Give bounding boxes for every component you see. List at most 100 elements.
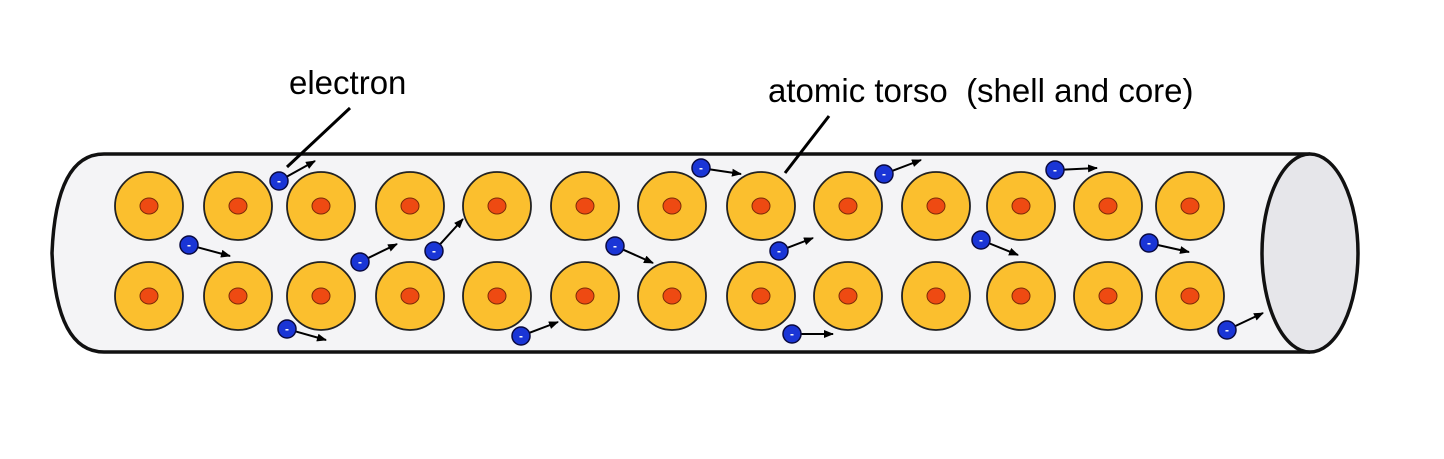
electron: -	[424, 218, 464, 261]
atom	[286, 171, 356, 241]
atom	[203, 171, 273, 241]
electron-dot	[1217, 320, 1237, 340]
atom	[550, 261, 620, 331]
atom	[550, 171, 620, 241]
atomic-torso-pointer-line	[783, 115, 831, 174]
electron: -	[1139, 233, 1190, 254]
electron-charge-sign: -	[979, 233, 983, 247]
drift-arrow	[197, 246, 231, 258]
electron-dot	[769, 241, 789, 261]
atom-core	[926, 197, 946, 215]
electron-charge-sign: -	[1147, 236, 1151, 250]
atom	[1155, 171, 1225, 241]
electron: -	[511, 321, 559, 346]
electron-dot	[874, 164, 894, 184]
electron-charge-sign: -	[519, 329, 523, 343]
drift-arrow	[439, 218, 464, 246]
atom-core	[838, 197, 858, 215]
atom-core	[838, 287, 858, 305]
electron-dot	[350, 252, 370, 272]
atom	[726, 171, 796, 241]
tube-right-end	[1260, 152, 1360, 354]
electron-dot	[277, 319, 297, 339]
electron: -	[277, 319, 327, 342]
drift-arrow	[622, 248, 654, 264]
electron-dot	[511, 326, 531, 346]
atom	[726, 261, 796, 331]
electron-charge-sign: -	[882, 167, 886, 181]
atom	[375, 171, 445, 241]
drift-arrow	[1234, 312, 1264, 328]
atom	[813, 171, 883, 241]
atom	[286, 261, 356, 331]
electron-charge-sign: -	[1225, 323, 1229, 337]
atom	[114, 171, 184, 241]
atom-core	[228, 287, 248, 305]
atom-core	[1098, 287, 1118, 305]
atom	[462, 261, 532, 331]
electron-charge-sign: -	[285, 322, 289, 336]
electron: -	[1217, 312, 1264, 340]
atom-core	[575, 197, 595, 215]
atom	[637, 171, 707, 241]
drift-arrow	[1063, 164, 1098, 173]
atom	[114, 261, 184, 331]
atom	[986, 171, 1056, 241]
atom	[1073, 171, 1143, 241]
label-pointers	[285, 106, 831, 174]
drift-arrow	[286, 160, 316, 178]
atom-core	[139, 287, 159, 305]
atom	[813, 261, 883, 331]
electron-charge-sign: -	[699, 161, 703, 175]
atom-core	[1011, 197, 1031, 215]
atom-core	[1011, 287, 1031, 305]
electron-charge-sign: -	[277, 174, 281, 188]
electron-charge-sign: -	[358, 255, 362, 269]
atom-core	[1180, 287, 1200, 305]
atom-core	[751, 287, 771, 305]
atom-core	[575, 287, 595, 305]
electron: -	[269, 160, 316, 191]
atom-core	[487, 197, 507, 215]
atom-core	[311, 197, 331, 215]
electron-dot	[691, 158, 711, 178]
atom-core	[1098, 197, 1118, 215]
drift-arrow	[988, 242, 1019, 256]
drift-arrow	[295, 330, 327, 342]
electron-charge-sign: -	[777, 244, 781, 258]
electron-charge-sign: -	[613, 239, 617, 253]
drift-arrow	[367, 243, 398, 259]
atom	[901, 261, 971, 331]
atom	[1155, 261, 1225, 331]
electron-charge-sign: -	[1053, 163, 1057, 177]
electron-dot	[269, 171, 289, 191]
atom-core	[662, 197, 682, 215]
drift-arrow	[892, 159, 922, 172]
electron-charge-sign: -	[187, 238, 191, 252]
atom	[375, 261, 445, 331]
electron: -	[691, 158, 742, 178]
electron: -	[971, 230, 1019, 256]
atom-core	[139, 197, 159, 215]
atomic-torso-label: atomic torso (shell and core)	[768, 72, 1194, 109]
atom-core	[662, 287, 682, 305]
electron-label: electron	[289, 64, 407, 101]
atom-core	[311, 287, 331, 305]
electron-dot	[424, 241, 444, 261]
atom	[1073, 261, 1143, 331]
electron-dot	[605, 236, 625, 256]
electron-charge-sign: -	[432, 244, 436, 258]
drift-arrow	[1157, 244, 1190, 254]
atom	[986, 261, 1056, 331]
electron: -	[782, 324, 834, 344]
atom-core	[400, 197, 420, 215]
atom	[901, 171, 971, 241]
atom	[203, 261, 273, 331]
drift-arrow	[787, 237, 814, 249]
electron-dot	[782, 324, 802, 344]
atom-core	[400, 287, 420, 305]
electron: -	[605, 236, 654, 264]
electron-dot	[1139, 233, 1159, 253]
